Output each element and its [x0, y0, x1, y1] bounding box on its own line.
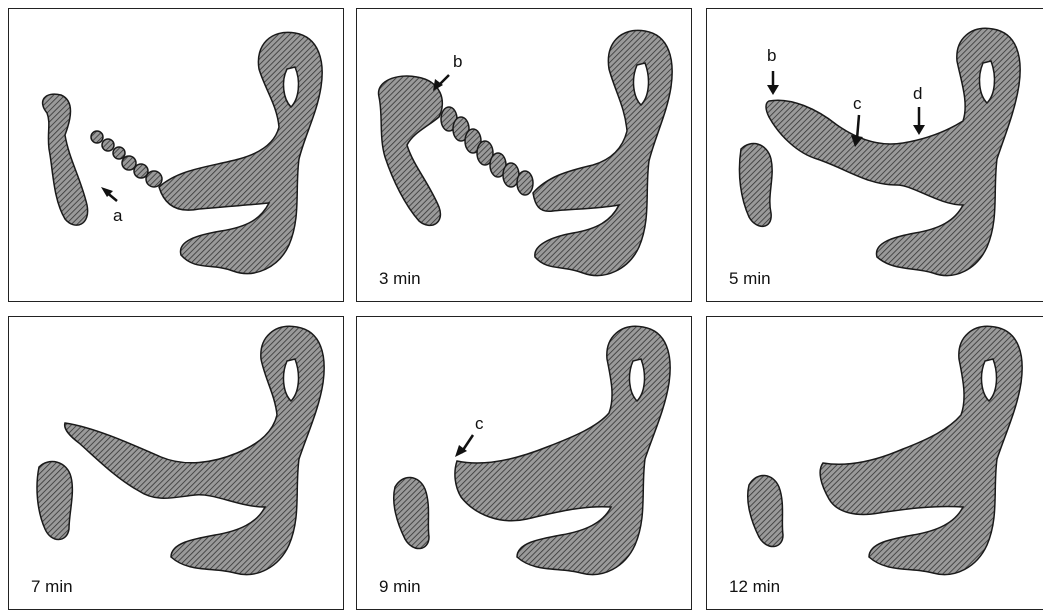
panel-4: 7 min — [8, 316, 344, 610]
label-d: d — [913, 84, 922, 103]
ovary-fragment — [739, 144, 772, 227]
panel-time: 7 min — [31, 577, 73, 597]
panel-time: 12 min — [729, 577, 780, 597]
main-body — [159, 32, 322, 273]
panel-2: b 3 min — [356, 8, 692, 302]
arrow-c — [857, 115, 859, 139]
panel-3: b c d 5 min — [706, 8, 1043, 302]
main-body — [533, 30, 672, 275]
panel-5: c 9 min — [356, 316, 692, 610]
panel-time: 5 min — [729, 269, 771, 289]
panel-time: 9 min — [379, 577, 421, 597]
ovary-fragment — [748, 475, 783, 546]
ovary-fragment — [394, 477, 429, 548]
label-b: b — [453, 52, 462, 71]
panel-time: 3 min — [379, 269, 421, 289]
panel-6: 12 min — [706, 316, 1043, 610]
label-c: c — [475, 414, 484, 433]
ovary-fragment — [379, 76, 443, 225]
ovary-fragment — [43, 94, 88, 225]
panel-1: a — [8, 8, 344, 302]
label-b: b — [767, 46, 776, 65]
label-a: a — [113, 206, 123, 225]
label-c: c — [853, 94, 862, 113]
ovary-fragment — [37, 462, 72, 540]
